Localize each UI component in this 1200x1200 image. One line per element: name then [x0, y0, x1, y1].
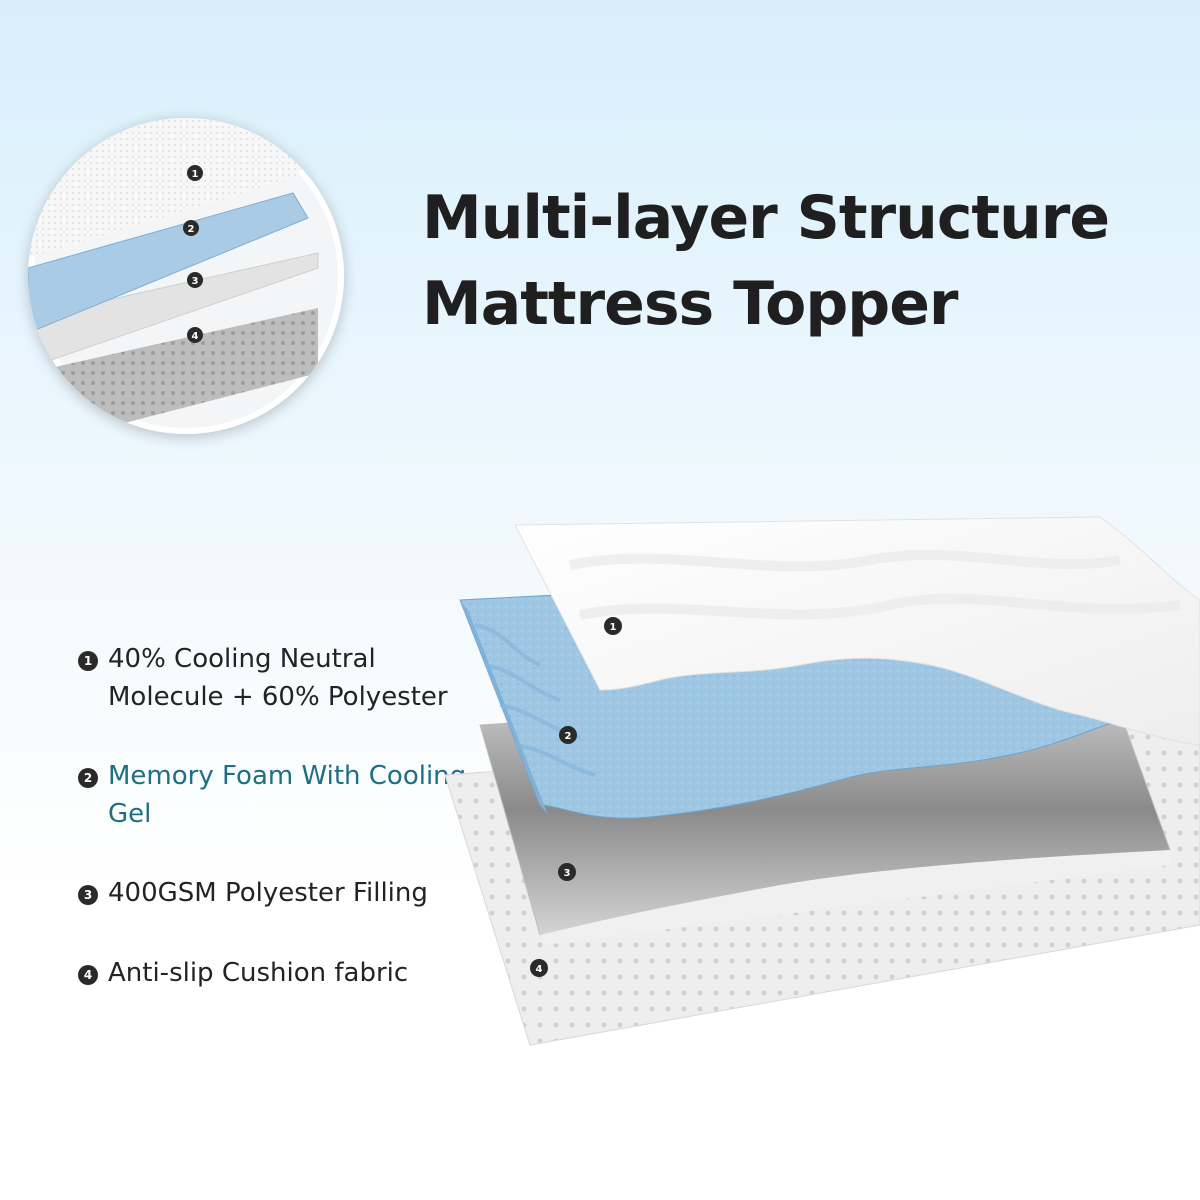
title-line-1: Multi-layer Structure [422, 183, 1110, 253]
zoom-marker-3 [187, 272, 203, 288]
svg-text:1: 1 [610, 622, 617, 633]
title-line-2: Mattress Topper [422, 269, 959, 339]
feature-item-2: 2 Memory Foam With Cooling Gel [78, 757, 468, 833]
feature-item-4: 4 Anti-slip Cushion fabric [78, 954, 468, 992]
page-title: Multi-layer Structure Mattress Topper [422, 175, 1182, 347]
feature-number-4: 4 [78, 965, 98, 985]
scene-marker-3 [558, 863, 576, 881]
svg-text:3: 3 [192, 276, 199, 287]
feature-text-3: 400GSM Polyester Filling [108, 878, 428, 908]
zoom-marker-4 [187, 327, 203, 343]
zoom-layer-3 [28, 252, 319, 369]
svg-text:3: 3 [564, 868, 571, 879]
feature-item-1: 1 40% Cooling Neutral Molecule + 60% Pol… [78, 640, 468, 716]
zoom-layer-4 [28, 308, 318, 434]
mattress-layers-exploded-view: 1 2 3 4 [420, 505, 1200, 1050]
layer-zoom-circle: 1 2 3 4 [28, 118, 344, 434]
svg-text:1: 1 [192, 169, 199, 180]
feature-text-4: Anti-slip Cushion fabric [108, 958, 409, 988]
feature-number-1: 1 [78, 651, 98, 671]
scene-marker-4 [530, 959, 548, 977]
zoom-marker-1 [187, 165, 203, 181]
scene-marker-2 [559, 726, 577, 744]
feature-item-3: 3 400GSM Polyester Filling [78, 874, 468, 912]
feature-text-1: 40% Cooling Neutral Molecule + 60% Polye… [108, 644, 448, 712]
feature-number-2: 2 [78, 768, 98, 788]
feature-text-2: Memory Foam With Cooling Gel [108, 761, 467, 829]
svg-text:4: 4 [192, 331, 199, 342]
feature-number-3: 3 [78, 885, 98, 905]
svg-text:2: 2 [188, 224, 195, 235]
exploded-layers-illustration: 1 2 3 4 [444, 516, 1200, 1046]
scene-marker-1 [604, 617, 622, 635]
svg-text:2: 2 [565, 731, 572, 742]
svg-text:4: 4 [536, 964, 543, 975]
zoom-layers-illustration: 1 2 3 4 [28, 118, 344, 434]
zoom-layer-2 [28, 192, 309, 334]
zoom-marker-2 [183, 220, 199, 236]
